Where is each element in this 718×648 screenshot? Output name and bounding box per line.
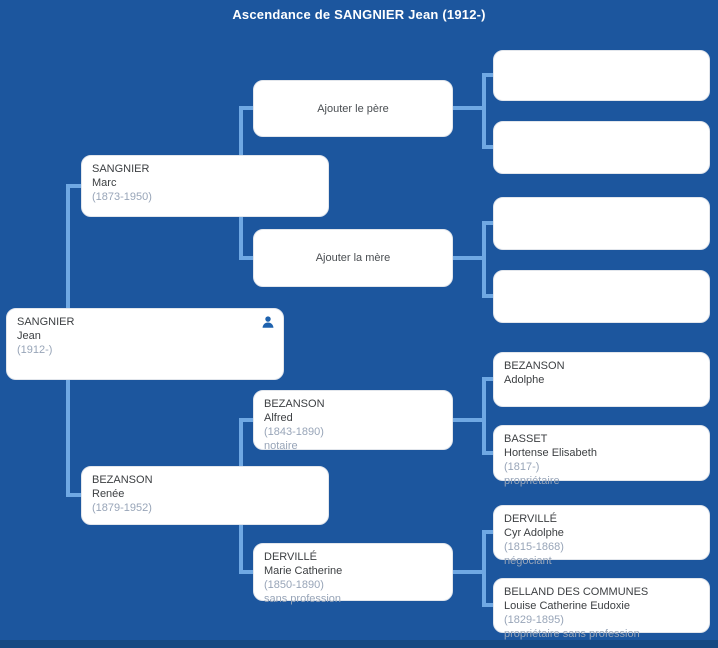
add-mother-label: Ajouter la mère [315, 252, 391, 264]
connector-line [239, 256, 254, 260]
person-box-father[interactable]: SANGNIER Marc (1873-1950) [81, 155, 329, 217]
surname: BEZANSON [92, 474, 153, 486]
profession: notaire [264, 440, 298, 452]
connector-line [482, 377, 493, 381]
empty-ancestor-box-2[interactable] [493, 121, 710, 174]
life-dates: (1829-1895) [504, 614, 564, 626]
surname: BELLAND DES COMMUNES [504, 586, 649, 598]
connector-line [239, 570, 254, 574]
person-box-maternal-grandfather[interactable]: BEZANSON Alfred (1843-1890) notaire [253, 390, 453, 452]
surname: BASSET [504, 433, 548, 445]
connector-line [482, 221, 486, 298]
person-box-maternal-grandmother[interactable]: DERVILLÉ Marie Catherine (1850-1890) san… [253, 543, 453, 605]
add-father-button[interactable]: Ajouter le père [253, 80, 453, 137]
life-dates: (1817-) [504, 461, 540, 473]
profession: propriétaire sans profession [504, 628, 640, 640]
person-box-great-grandfather-derville[interactable]: DERVILLÉ Cyr Adolphe (1815-1868) négocia… [493, 505, 710, 567]
life-dates: (1879-1952) [92, 502, 152, 514]
given-name: Renée [92, 488, 125, 500]
person-box-great-grandmother-basset[interactable]: BASSET Hortense Elisabeth (1817-) propri… [493, 425, 710, 487]
person-box-mother[interactable]: BEZANSON Renée (1879-1952) [81, 466, 329, 525]
given-name: Cyr Adolphe [504, 527, 564, 539]
connector-line [239, 418, 254, 422]
person-box-root[interactable]: SANGNIER Jean (1912-) [6, 308, 284, 380]
given-name: Marc [92, 177, 117, 189]
surname: BEZANSON [504, 360, 565, 372]
connector-line [482, 377, 486, 455]
surname: SANGNIER [92, 163, 150, 175]
given-name: Hortense Elisabeth [504, 447, 597, 459]
life-dates: (1815-1868) [504, 541, 564, 553]
given-name: Louise Catherine Eudoxie [504, 600, 630, 612]
given-name: Marie Catherine [264, 565, 343, 577]
page-title: Ascendance de SANGNIER Jean (1912-) [232, 7, 486, 22]
empty-ancestor-box-1[interactable] [493, 50, 710, 101]
bottom-edge-strip [0, 640, 718, 648]
given-name: Jean [17, 330, 41, 342]
connector-line [482, 603, 493, 607]
given-name: Alfred [264, 412, 293, 424]
surname: SANGNIER [17, 316, 75, 328]
connector-line [450, 256, 486, 260]
connector-line [66, 184, 82, 188]
person-box-great-grandfather-bezanson[interactable]: BEZANSON Adolphe [493, 352, 710, 407]
profession: négociant [504, 555, 552, 567]
connector-line [450, 570, 486, 574]
life-dates: (1873-1950) [92, 191, 152, 203]
connector-line [482, 73, 486, 149]
profession: sans profession [264, 593, 342, 605]
connector-line [239, 106, 254, 110]
connector-line [450, 106, 486, 110]
connector-line [482, 530, 493, 534]
connector-line [482, 530, 486, 607]
profession: propriétaire [504, 475, 560, 487]
add-father-label: Ajouter le père [317, 102, 389, 115]
connector-line [66, 493, 82, 497]
connector-line [450, 418, 486, 422]
surname: BEZANSON [264, 398, 325, 410]
connector-line [482, 73, 493, 77]
person-box-great-grandmother-belland[interactable]: BELLAND DES COMMUNES Louise Catherine Eu… [493, 578, 710, 640]
life-dates: (1850-1890) [264, 579, 324, 591]
life-dates: (1843-1890) [264, 426, 324, 438]
life-dates: (1912-) [17, 344, 53, 356]
connector-line [482, 221, 493, 225]
add-mother-button[interactable]: Ajouter la mère [253, 229, 453, 287]
connector-line [482, 451, 493, 455]
connector-line [482, 145, 493, 149]
given-name: Adolphe [504, 374, 545, 386]
person-icon [261, 315, 275, 329]
connector-line [482, 294, 493, 298]
empty-ancestor-box-3[interactable] [493, 197, 710, 250]
surname: DERVILLÉ [264, 551, 317, 563]
surname: DERVILLÉ [504, 513, 557, 525]
empty-ancestor-box-4[interactable] [493, 270, 710, 323]
